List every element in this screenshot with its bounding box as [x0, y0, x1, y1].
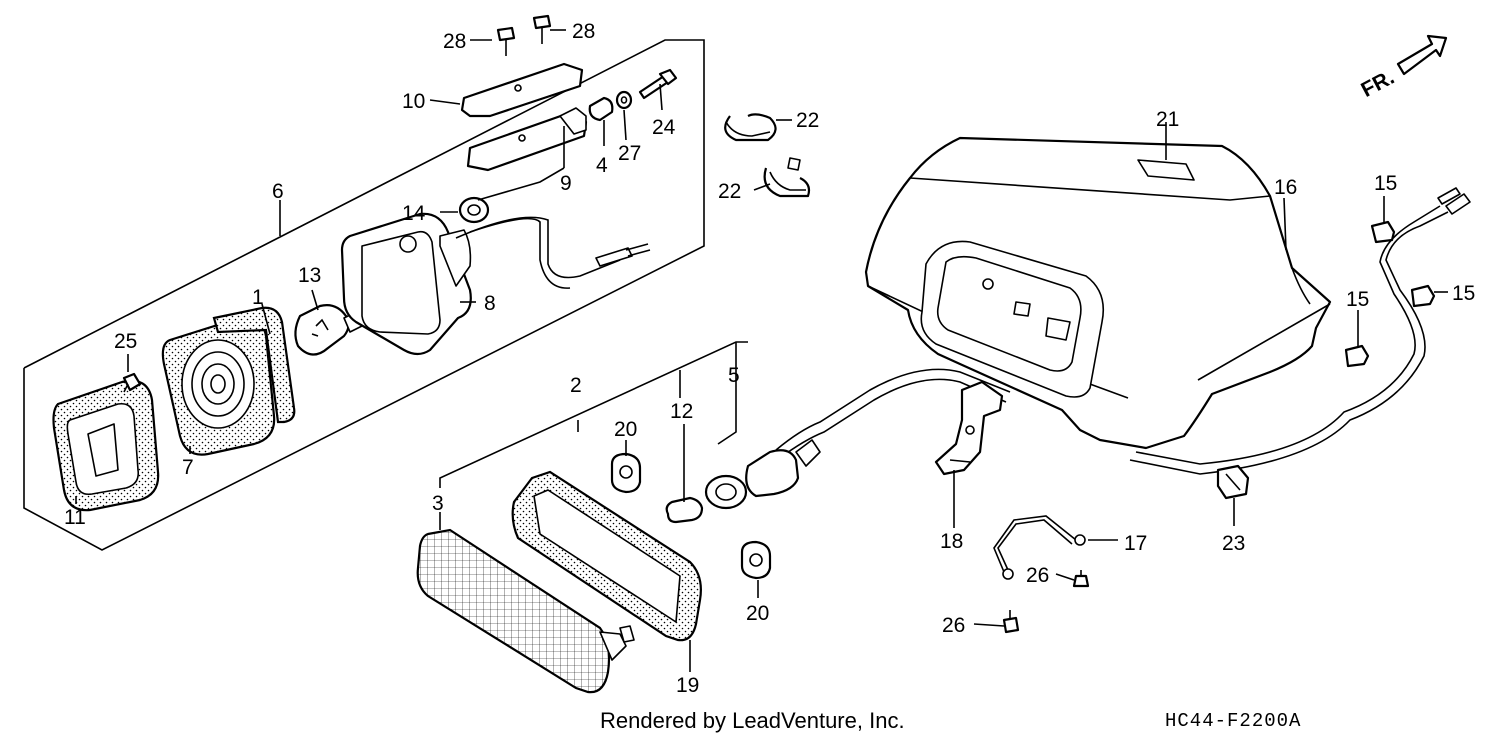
part-10-stay	[460, 62, 584, 118]
front-direction-arrow	[1396, 34, 1448, 76]
callout-28: 28	[572, 20, 595, 43]
part-16-rear-cover	[864, 136, 1332, 450]
diagram-code: HC44-F2200A	[1165, 710, 1302, 732]
part-19-gasket	[511, 470, 702, 642]
part-7-lamp-housing	[161, 316, 276, 456]
callout-26: 26	[942, 614, 965, 637]
callout-3: 3	[432, 492, 444, 515]
part-14-grommet	[458, 196, 490, 224]
callout-15: 15	[1374, 172, 1397, 195]
callout-22: 22	[796, 109, 819, 132]
part-18-stay	[934, 380, 1004, 476]
part-20-grommets	[610, 452, 772, 580]
bracket-group-6	[23, 39, 705, 551]
callout-5: 5	[728, 364, 740, 387]
part-4-collar	[588, 96, 614, 122]
part-12-bulb	[665, 496, 704, 524]
callout-labels: 28 28 10 24 4 27 9 22 22 6 14 13 1 8 25 …	[64, 20, 1475, 697]
part-21-label	[1137, 134, 1195, 181]
callout-11: 11	[64, 506, 86, 529]
callout-6: 6	[272, 180, 284, 203]
callout-20: 20	[614, 418, 637, 441]
part-22-clamps	[724, 113, 811, 198]
part-5-socket	[704, 439, 821, 510]
part-28-bolts	[496, 14, 552, 56]
part-1-gasket	[212, 306, 296, 424]
callout-27: 27	[618, 142, 641, 165]
bracket-group-2-5	[439, 341, 748, 488]
part-17-rod	[993, 515, 1086, 580]
callout-4: 4	[596, 154, 608, 177]
callout-14: 14	[402, 202, 426, 225]
callout-13: 13	[298, 264, 321, 287]
callout-20: 20	[746, 602, 769, 625]
part-13-bulb	[294, 304, 363, 356]
callout-1: 1	[252, 286, 264, 309]
part-11-reflector	[52, 379, 160, 512]
wire-harness	[775, 187, 1471, 475]
callout-24: 24	[652, 116, 676, 139]
part-26-rivets	[1002, 570, 1090, 634]
callout-16: 16	[1274, 176, 1297, 199]
part-25-screw	[122, 372, 142, 393]
callout-7: 7	[182, 456, 194, 479]
callout-22: 22	[718, 180, 741, 203]
callout-28: 28	[443, 30, 466, 53]
callout-9: 9	[560, 172, 572, 195]
front-direction-label: FR.	[1357, 66, 1398, 102]
part-27-washer	[615, 90, 633, 110]
callout-25: 25	[114, 330, 137, 353]
callout-23: 23	[1222, 532, 1245, 555]
callout-10: 10	[402, 90, 425, 113]
part-3-license-lens	[416, 528, 635, 694]
callout-12: 12	[670, 400, 693, 423]
callout-15: 15	[1452, 282, 1475, 305]
callout-26: 26	[1026, 564, 1049, 587]
part-24-bolt	[638, 68, 678, 100]
callout-17: 17	[1124, 532, 1147, 555]
callout-21: 21	[1156, 108, 1179, 131]
part-9-bracket	[466, 107, 588, 172]
callout-8: 8	[484, 292, 496, 315]
part-23-clip	[1216, 464, 1250, 500]
footer: Rendered by LeadVenture, Inc. HC44-F2200…	[0, 708, 1500, 744]
part-15-clips	[1344, 220, 1436, 368]
callout-15: 15	[1346, 288, 1369, 311]
callout-19: 19	[676, 674, 699, 697]
callout-18: 18	[940, 530, 963, 553]
callout-2: 2	[570, 374, 582, 397]
leader-lines	[75, 29, 1448, 672]
render-credit: Rendered by LeadVenture, Inc.	[600, 708, 905, 733]
part-8-socket-housing	[340, 212, 651, 356]
